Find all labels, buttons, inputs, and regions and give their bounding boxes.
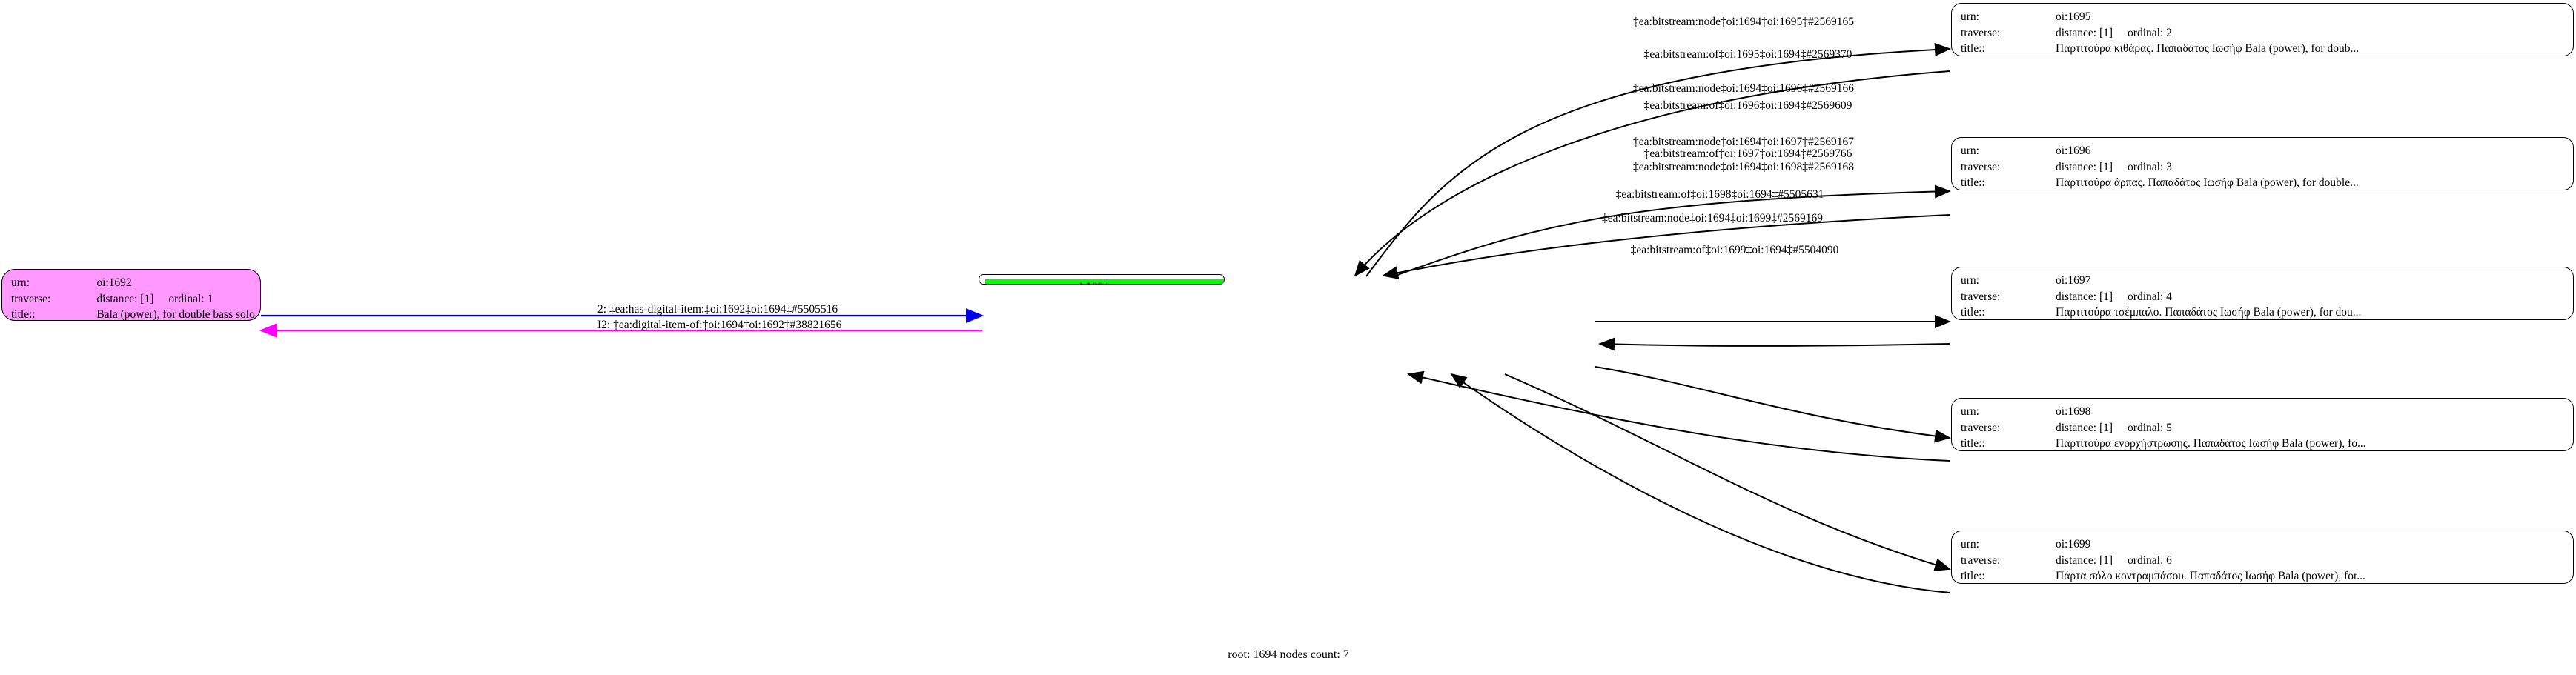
node-row-urn: urn: oi:1694 [985,279,1224,284]
traverse-ordinal: ordinal: 2 [2128,26,2172,39]
edge-label-bitstream-of-1697: ‡ea:bitstream:of‡oi:1697‡oi:1694‡#256976… [1643,147,1852,160]
field-value-traverse: distance: [1] ordinal: 1 [96,291,260,307]
node-bitstream-1697[interactable]: urn: oi:1697 traverse: distance: [1] ordi… [1951,267,2574,320]
field-value-urn: oi:1696 [2056,144,2091,157]
field-value-title: Πάρτα σόλο κοντραμπάσου. Παπαδάτος Ιωσήφ… [2056,570,2365,582]
field-value-urn: oi:1692 [96,276,132,289]
node-row-urn: urn: oi:1698 [1961,404,2566,420]
node-root-digital-item-1694[interactable]: urn: oi:1694 title:: Παρτιτούρες. Παπαδά… [979,274,1225,285]
field-value-title: Παρτιτούρα άρπας. Παπαδάτος Ιωσήφ Bala (… [2056,176,2359,189]
node-row-traverse: traverse: distance: [1] ordinal: 6 [1961,553,2566,569]
traverse-distance: distance: [1] [2056,290,2113,303]
node-row-traverse: traverse: distance: [1] ordinal: 1 [11,291,260,307]
edge-label-bitstream-node-1695: ‡ea:bitstream:node‡oi:1694‡oi:1695‡#2569… [1633,16,1854,28]
field-value-traverse: distance: [1] ordinal: 4 [2056,289,2566,305]
edge-bitstream-of-1697 [1598,337,1950,351]
edge-label-digital-item-of: I2: ‡ea:digital-item-of:‡oi:1694‡oi:1692… [597,319,842,331]
field-label-traverse: traverse: [11,292,51,305]
field-value-title: Παρτιτούρα ενορχήστρωσης. Παπαδάτος Ιωσή… [2056,437,2366,450]
traverse-ordinal: ordinal: 3 [2128,160,2172,173]
edge-label-bitstream-node-1699: ‡ea:bitstream:node‡oi:1694‡oi:1699‡#2569… [1602,212,1823,225]
field-value-traverse: distance: [1] ordinal: 6 [2056,553,2566,569]
node-bitstream-1698[interactable]: urn: oi:1698 traverse: distance: [1] ordi… [1951,398,2574,451]
field-value-traverse: distance: [1] ordinal: 5 [2056,420,2566,436]
traverse-distance: distance: [1] [2056,421,2113,434]
traverse-ordinal: ordinal: 4 [2128,290,2172,303]
node-row-urn: urn: oi:1696 [1961,143,2566,159]
field-label-title: title:: [1961,42,1985,55]
graph-caption: root: 1694 nodes count: 7 [1228,648,1349,661]
field-label-title: title:: [1961,176,1985,189]
field-label-urn: urn: [1961,405,1979,418]
field-label-traverse: traverse: [1961,421,2001,434]
field-value-urn: oi:1699 [2056,538,2091,551]
field-label-title: title:: [1961,570,1985,582]
field-value-title: Παρτιτούρα τσέμπαλο. Παπαδάτος Ιωσήφ Bal… [2056,306,2362,319]
traverse-ordinal: ordinal: 5 [2128,421,2172,434]
field-label-urn: urn: [985,279,1071,284]
traverse-distance: distance: [1] [2056,160,2113,173]
node-row-title: title:: Παρτιτούρα τσέμπαλο. Παπαδάτος Ι… [1961,305,2566,319]
field-label-title: title:: [1961,306,1985,319]
edge-label-bitstream-node-1696: ‡ea:bitstream:node‡oi:1694‡oi:1696‡#2569… [1633,82,1854,95]
field-label-urn: urn: [1961,274,1979,287]
field-label-traverse: traverse: [1961,290,2001,303]
edge-label-bitstream-of-1698: ‡ea:bitstream:of‡oi:1698‡oi:1694‡#550563… [1615,188,1824,201]
edge-bitstream-of-1699 [1450,373,1950,593]
node-row-title: title:: Πάρτα σόλο κοντραμπάσου. Παπαδάτ… [1961,568,2566,583]
field-value-traverse: distance: [1] ordinal: 2 [2056,25,2566,41]
field-label-traverse: traverse: [1961,160,2001,173]
node-row-title: title:: Bala (power), for double bass so… [11,307,260,321]
edge-label-bitstream-node-1698: ‡ea:bitstream:node‡oi:1694‡oi:1698‡#2569… [1633,161,1854,173]
field-label-traverse: traverse: [1961,26,2001,39]
field-value-title: Bala (power), for double bass solo, guit… [96,308,260,321]
field-value-urn: oi:1698 [2056,405,2091,418]
field-label-traverse: traverse: [1961,553,2001,567]
node-row-urn: urn: oi:1692 [11,275,260,291]
node-row-traverse: traverse: distance: [1] ordinal: 5 [1961,420,2566,436]
node-row-urn: urn: oi:1699 [1961,536,2566,553]
edge-label-has-digital-item: 2: ‡ea:has-digital-item:‡oi:1692‡oi:1694… [597,303,838,316]
field-label-urn: urn: [1961,10,1979,23]
node-row-title: title:: Παρτιτούρα κιθάρας. Παπαδάτος Ιω… [1961,41,2566,56]
node-row-traverse: traverse: distance: [1] ordinal: 4 [1961,289,2566,305]
node-bitstream-1696[interactable]: urn: oi:1696 traverse: distance: [1] ordi… [1951,137,2574,190]
node-row-urn: urn: oi:1695 [1961,9,2566,25]
traverse-distance: distance: [1] [96,292,154,305]
traverse-ordinal: ordinal: 6 [2128,553,2172,567]
field-label-urn: urn: [11,276,30,289]
edge-bitstream-node-1699 [1504,373,1951,571]
edge-label-bitstream-node-1697: ‡ea:bitstream:node‡oi:1694‡oi:1697‡#2569… [1633,136,1854,148]
node-row-title: title:: Παρτιτούρα άρπας. Παπαδάτος Ιωσή… [1961,175,2566,190]
traverse-ordinal: ordinal: 1 [168,292,213,305]
edge-label-bitstream-of-1695: ‡ea:bitstream:of‡oi:1695‡oi:1694‡#256937… [1643,48,1852,61]
field-label-urn: urn: [1961,144,1979,157]
traverse-distance: distance: [1] [2056,26,2113,39]
field-value-traverse: distance: [1] ordinal: 3 [2056,159,2566,176]
node-row-title: title:: Παρτιτούρα ενορχήστρωσης. Παπαδά… [1961,436,2566,450]
field-value-title: Παρτιτούρα κιθάρας. Παπαδάτος Ιωσήφ Bala… [2056,42,2360,55]
field-label-urn: urn: [1961,538,1979,551]
node-bitstream-1699[interactable]: urn: oi:1699 traverse: distance: [1] ordi… [1951,531,2574,584]
node-row-urn: urn: oi:1697 [1961,273,2566,289]
node-bitstream-1695[interactable]: urn: oi:1695 traverse: distance: [1] ordi… [1951,3,2574,56]
edge-label-bitstream-of-1696: ‡ea:bitstream:of‡oi:1696‡oi:1694‡#256960… [1643,99,1852,112]
node-row-traverse: traverse: distance: [1] ordinal: 3 [1961,159,2566,176]
traverse-distance: distance: [1] [2056,553,2113,567]
field-value-urn: oi:1697 [2056,274,2091,287]
node-row-traverse: traverse: distance: [1] ordinal: 2 [1961,25,2566,41]
node-auth-expression-1692[interactable]: urn: oi:1692 traverse: distance: [1] ordi… [1,269,261,321]
field-label-title: title:: [11,308,36,321]
edge-bitstream-node-1698 [1595,366,1951,443]
edge-label-bitstream-of-1699: ‡ea:bitstream:of‡oi:1699‡oi:1694‡#550409… [1630,244,1839,256]
field-label-title: title:: [1961,437,1985,450]
edge-bitstream-node-1696 [1393,184,1951,277]
field-value-urn: oi:1695 [2056,10,2091,23]
edge-bitstream-of-1698 [1407,370,1950,462]
field-value-urn: oi:1694 [1070,279,1224,284]
